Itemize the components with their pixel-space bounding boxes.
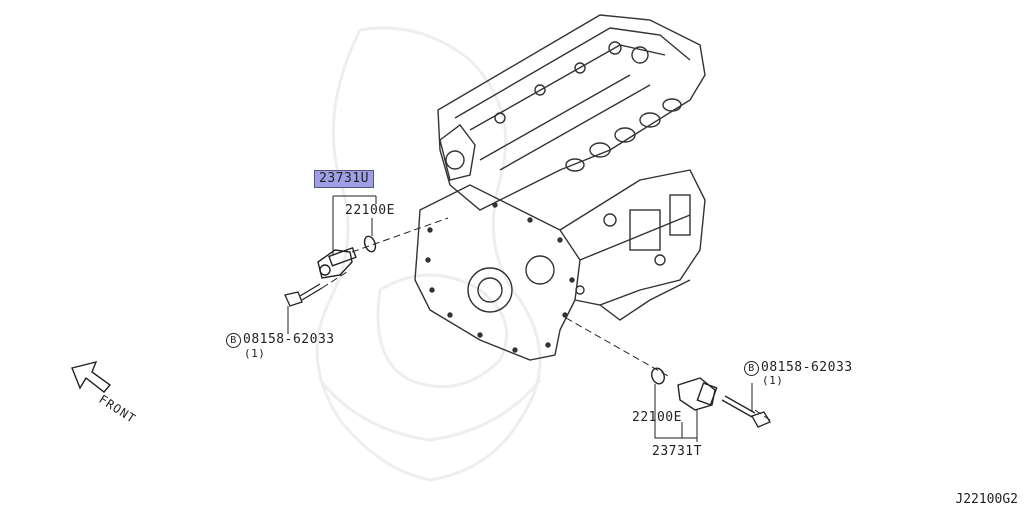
b-circle-icon: B — [226, 333, 241, 348]
bolt-number: 08158-62033 — [761, 360, 853, 375]
part-label-23731u[interactable]: 23731U — [314, 170, 374, 188]
rear-bolt — [721, 395, 771, 428]
part-label-22100e-rear[interactable]: 22100E — [632, 410, 682, 425]
front-bolt — [284, 283, 323, 307]
callout-lines — [287, 195, 753, 442]
bolt-number: 08158-62033 — [243, 332, 335, 347]
bolt-qty-front: (1) — [244, 347, 266, 360]
engine-block — [414, 14, 706, 361]
diagram-code: J22100G2 — [955, 492, 1018, 507]
dashed-leader-lines — [321, 217, 771, 421]
b-circle-icon: B — [744, 361, 759, 376]
part-label-23731t[interactable]: 23731T — [652, 444, 702, 459]
part-label-22100e-front[interactable]: 22100E — [345, 203, 395, 218]
front-sensor — [317, 246, 357, 279]
rear-o-ring — [651, 367, 665, 385]
front-o-ring — [363, 235, 377, 253]
bolt-qty-rear: (1) — [762, 374, 784, 387]
front-arrow-icon — [71, 360, 112, 393]
rear-sensor — [677, 377, 718, 411]
